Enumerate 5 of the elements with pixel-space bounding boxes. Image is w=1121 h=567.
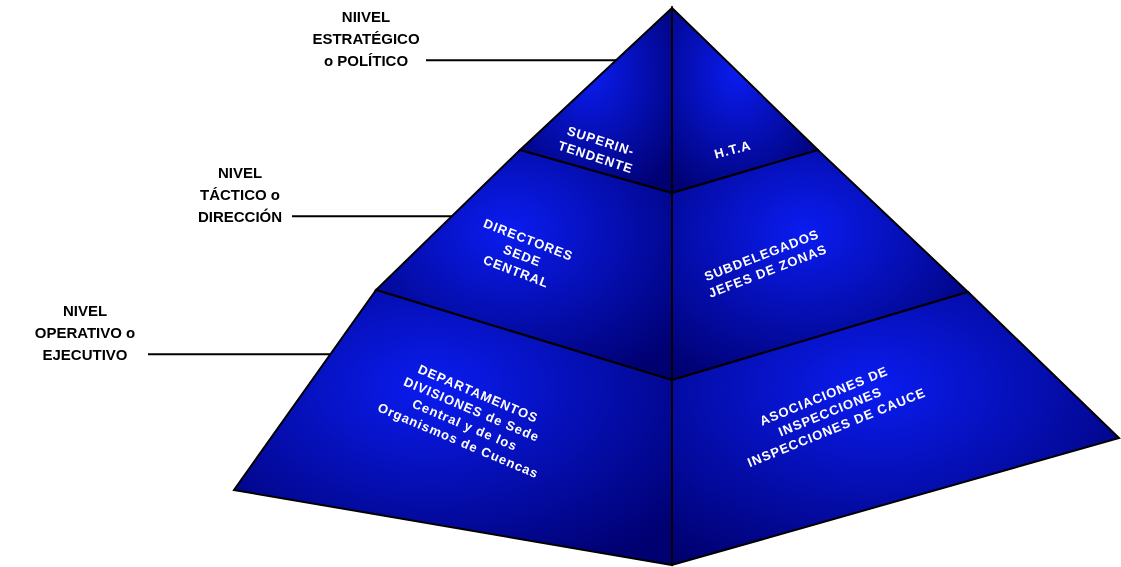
leader-line: [291, 215, 453, 218]
level-label: NIVEL TÁCTICO o DIRECCIÓN: [196, 163, 284, 227]
level-label: NIIVEL ESTRATÉGICO o POLÍTICO: [311, 7, 421, 71]
face-label: H.T.A: [711, 135, 754, 164]
level-label: NIVEL OPERATIVO o EJECUTIVO: [33, 301, 137, 365]
